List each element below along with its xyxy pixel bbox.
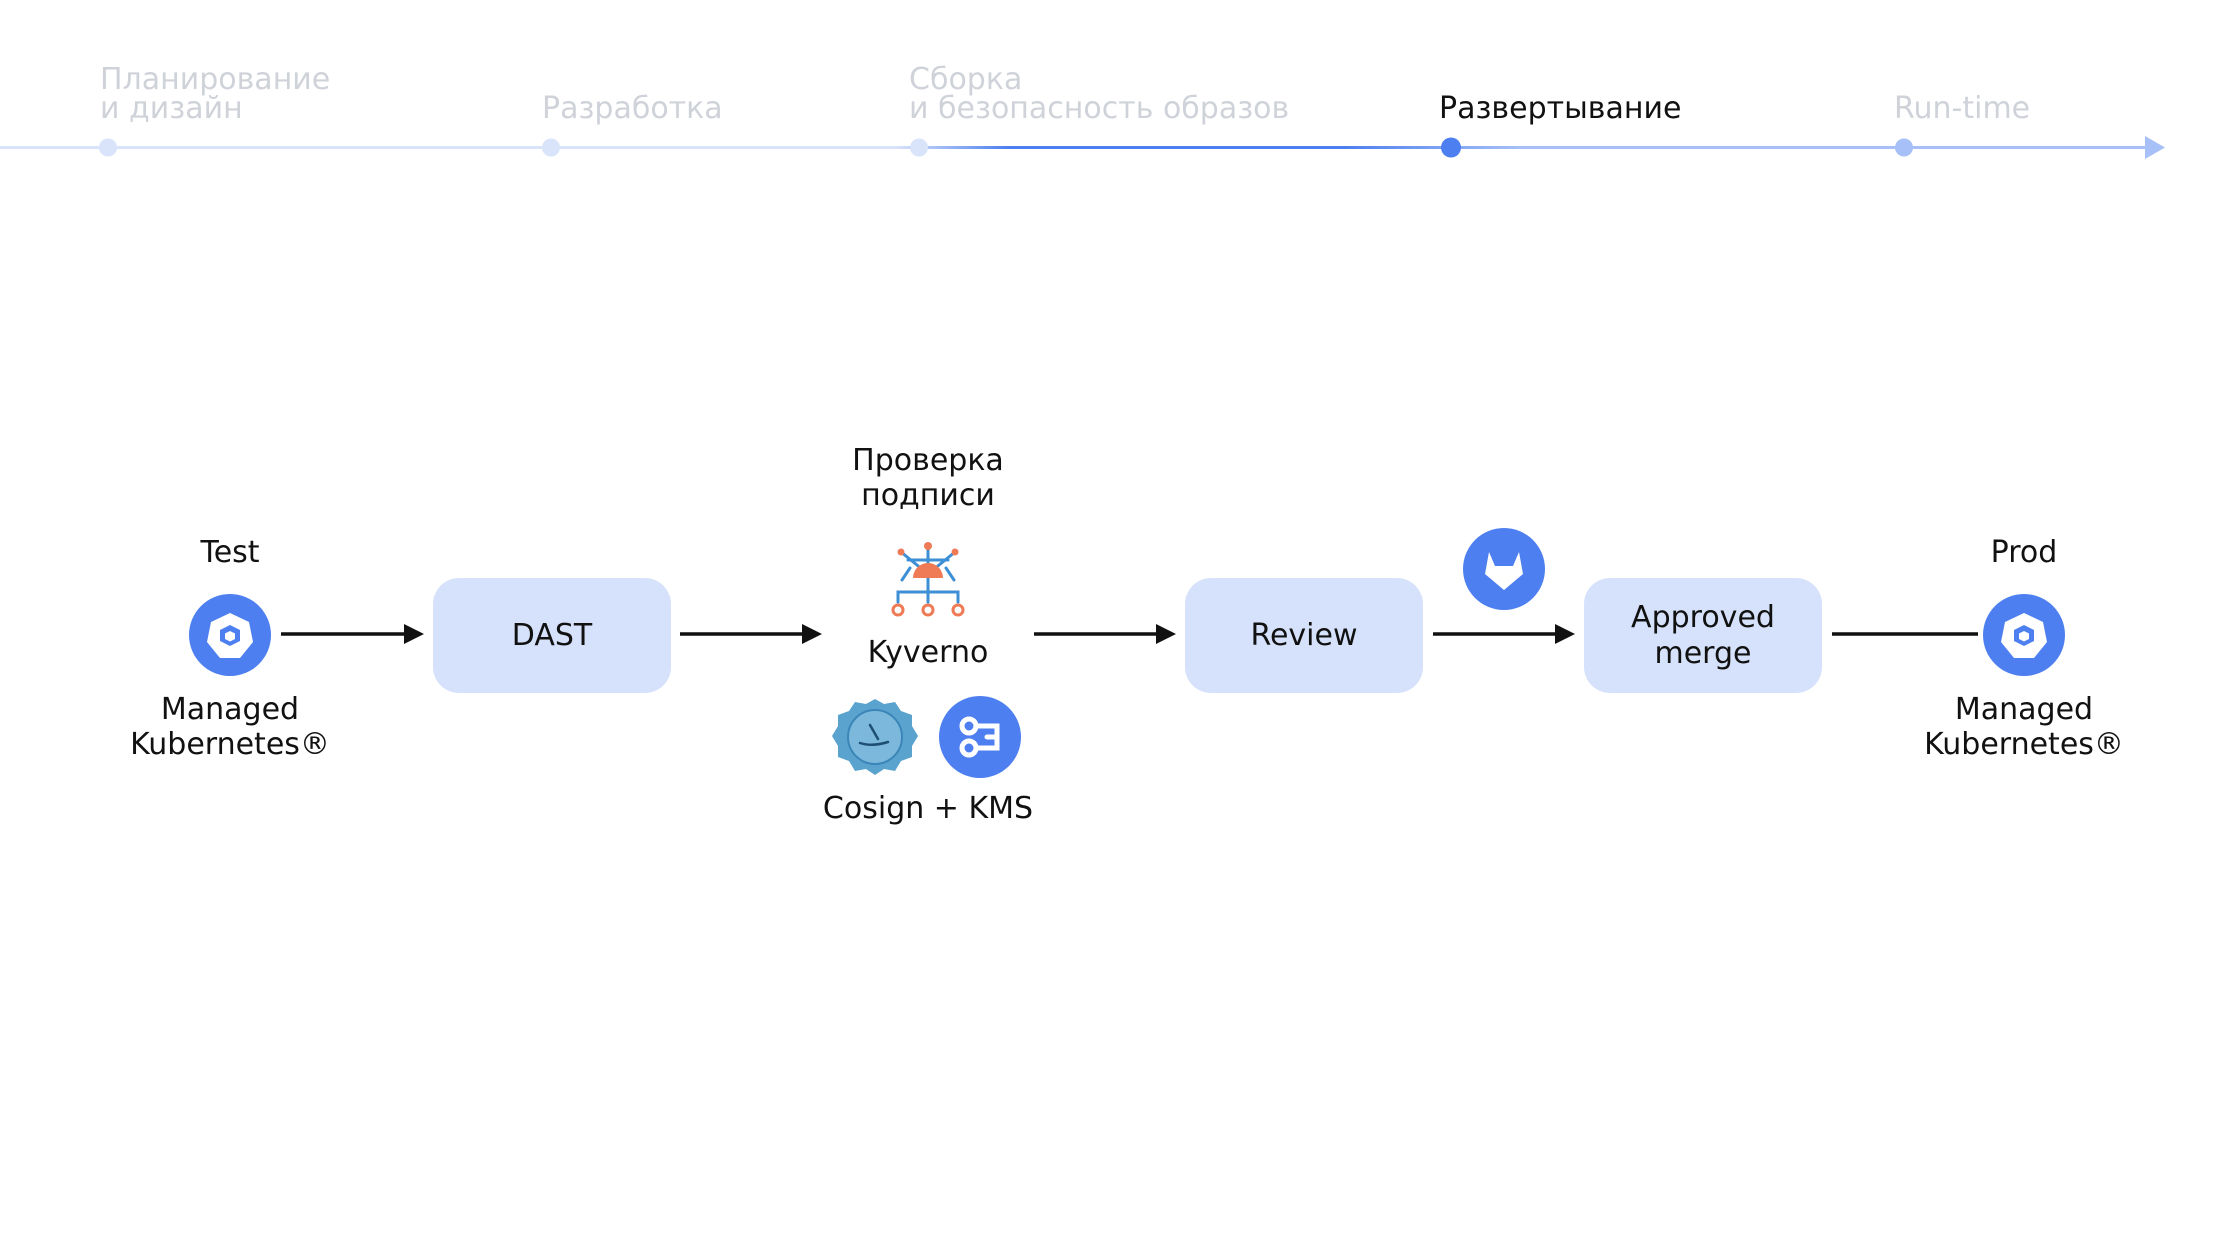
- test-caption: Managed Kubernetes®: [130, 692, 330, 762]
- approved-merge-step: Approved merge: [1584, 578, 1822, 693]
- stage-label-deployment: Развертывание: [1439, 91, 1682, 126]
- arrowhead-test-to-dast: [404, 624, 424, 644]
- prod-title: Prod: [1990, 535, 2058, 570]
- stage-label-development: Разработка: [542, 91, 723, 126]
- timeline-line: [0, 146, 2150, 149]
- stage-label-planning: Планирование и дизайн: [100, 62, 331, 126]
- timeline-dot-deployment: [1441, 137, 1461, 158]
- timeline-dot-build: [910, 138, 928, 157]
- kyverno-label: Kyverno: [867, 635, 989, 670]
- timeline-dot-planning: [99, 138, 117, 157]
- kubernetes-icon: [189, 594, 271, 676]
- timeline-dot-development: [542, 138, 560, 157]
- kyverno-icon: [891, 542, 965, 617]
- cosign-icon: [832, 699, 918, 775]
- review-step: Review: [1185, 578, 1423, 693]
- cosign-kms-label: Cosign + KMS: [822, 791, 1034, 826]
- dast-step: DAST: [433, 578, 671, 693]
- arrowhead-kyverno-to-review: [1156, 624, 1176, 644]
- kubernetes-icon: [1983, 594, 2065, 676]
- arrowhead-review-to-approved: [1555, 624, 1575, 644]
- arrowhead-dast-to-kyverno: [802, 624, 822, 644]
- test-title: Test: [200, 535, 260, 570]
- timeline-dot-runtime: [1895, 138, 1913, 157]
- stage-label-runtime: Run-time: [1894, 91, 2031, 126]
- kms-icon: [939, 696, 1021, 778]
- gitlab-icon: [1463, 528, 1545, 610]
- timeline: [0, 136, 2165, 159]
- signature-check-title: Проверка подписи: [852, 443, 1004, 513]
- stage-label-build: Сборка и безопасность образов: [909, 62, 1290, 126]
- timeline-arrowhead: [2145, 136, 2165, 159]
- prod-caption: Managed Kubernetes®: [1924, 692, 2124, 762]
